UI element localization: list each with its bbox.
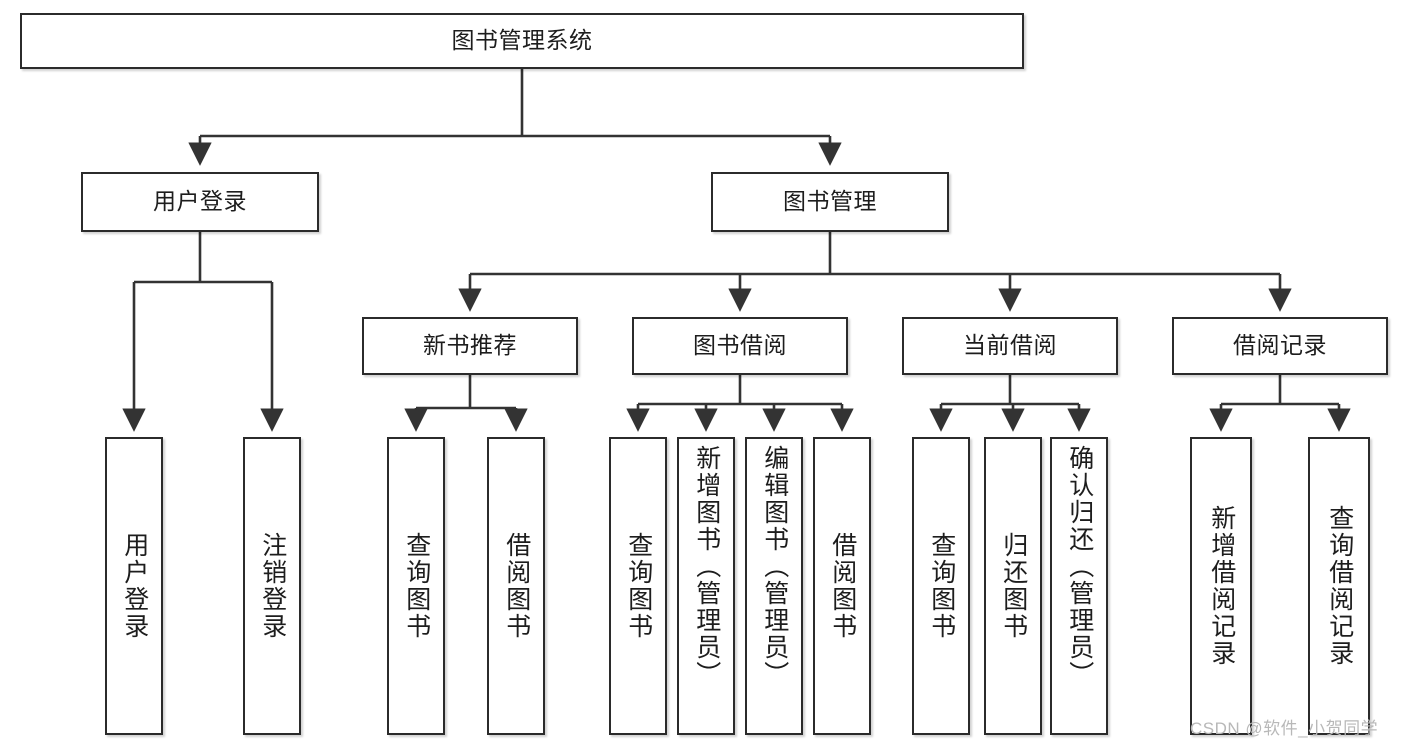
node-leaf-logout[interactable]: 注销登录 [243,437,301,735]
node-leaf-confirm-return-label: 确认归还（管理员） [1065,445,1094,688]
node-leaf-query-book-3[interactable]: 查询图书 [912,437,970,735]
node-leaf-borrow-book-1-label: 借阅图书 [502,532,531,640]
node-user-login-label: 用户登录 [153,188,247,215]
node-current-borrow-label: 当前借阅 [963,332,1057,359]
node-leaf-borrow-book-1[interactable]: 借阅图书 [487,437,545,735]
node-leaf-return-book-label: 归还图书 [999,532,1028,640]
watermark: CSDN @软件_小贺同学 [1190,719,1379,738]
node-borrow-record[interactable]: 借阅记录 [1172,317,1388,375]
node-leaf-return-book[interactable]: 归还图书 [984,437,1042,735]
node-new-book-rec-label: 新书推荐 [423,332,517,359]
node-leaf-edit-book-label: 编辑图书（管理员） [760,445,789,688]
node-current-borrow[interactable]: 当前借阅 [902,317,1118,375]
node-root-label: 图书管理系统 [451,27,593,54]
node-leaf-logout-label: 注销登录 [258,532,287,640]
node-leaf-query-book-1-label: 查询图书 [402,532,431,640]
node-leaf-confirm-return[interactable]: 确认归还（管理员） [1050,437,1108,735]
node-leaf-query-record[interactable]: 查询借阅记录 [1308,437,1370,735]
node-book-manage[interactable]: 图书管理 [711,172,949,232]
node-leaf-user-login[interactable]: 用户登录 [105,437,163,735]
node-leaf-add-book-label: 新增图书（管理员） [692,445,721,688]
node-leaf-query-book-3-label: 查询图书 [927,532,956,640]
node-leaf-query-book-2-label: 查询图书 [624,532,653,640]
node-book-borrow[interactable]: 图书借阅 [632,317,848,375]
node-leaf-borrow-book-2[interactable]: 借阅图书 [813,437,871,735]
node-leaf-add-record-label: 新增借阅记录 [1207,505,1236,667]
node-leaf-query-record-label: 查询借阅记录 [1325,505,1354,667]
node-root[interactable]: 图书管理系统 [20,13,1024,69]
node-leaf-query-book-1[interactable]: 查询图书 [387,437,445,735]
node-leaf-add-book[interactable]: 新增图书（管理员） [677,437,735,735]
node-leaf-user-login-label: 用户登录 [120,532,149,640]
node-new-book-rec[interactable]: 新书推荐 [362,317,578,375]
node-borrow-record-label: 借阅记录 [1233,332,1327,359]
node-leaf-add-record[interactable]: 新增借阅记录 [1190,437,1252,735]
node-user-login[interactable]: 用户登录 [81,172,319,232]
node-leaf-borrow-book-2-label: 借阅图书 [828,532,857,640]
node-book-manage-label: 图书管理 [783,188,877,215]
node-book-borrow-label: 图书借阅 [693,332,787,359]
node-leaf-query-book-2[interactable]: 查询图书 [609,437,667,735]
node-leaf-edit-book[interactable]: 编辑图书（管理员） [745,437,803,735]
